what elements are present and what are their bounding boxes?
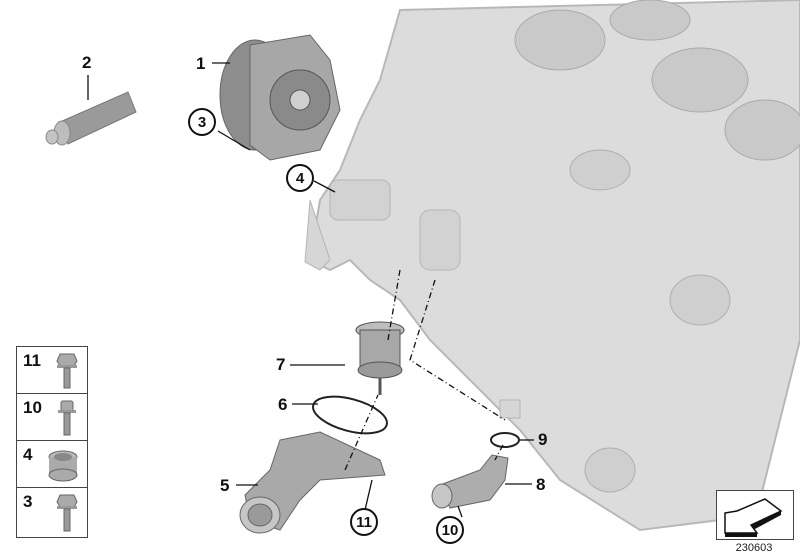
view-direction-box: [716, 490, 794, 540]
socket-head-bolt-icon: [58, 400, 76, 436]
callout-2: 2: [82, 53, 92, 72]
callout-3-circled: 3: [188, 108, 216, 136]
callout-11-circled: 11: [350, 508, 378, 536]
legend-number: 4: [23, 445, 33, 464]
direction-arrow-icon: [724, 498, 783, 537]
callout-6: 6: [278, 395, 288, 414]
callout-8: 8: [536, 475, 546, 494]
thermostat-housing-icon: [239, 431, 386, 534]
callout-5: 5: [220, 476, 230, 495]
thermostat-icon: [355, 321, 405, 395]
hex-flange-bolt-icon: [56, 353, 78, 389]
engine-block-icon: [304, 0, 800, 532]
legend-number: 10: [23, 398, 42, 417]
legend-row-10: 10: [17, 394, 87, 441]
sleeve-bushing-icon: [48, 450, 78, 482]
legend-row-4: 4: [17, 441, 87, 488]
sealant-tube-icon: [45, 91, 137, 146]
legend-row-3: 3: [17, 488, 87, 535]
legend-row-11: 11: [17, 347, 87, 394]
image-code: 230603: [735, 542, 773, 554]
hex-flange-bolt-long-icon: [56, 494, 78, 532]
legend-number: 3: [23, 492, 33, 511]
water-pump-icon: [219, 34, 341, 161]
gasket-ring-icon: [312, 395, 388, 435]
callout-9: 9: [538, 430, 548, 449]
o-ring-icon: [490, 432, 520, 448]
callout-1: 1: [196, 54, 206, 73]
callout-7: 7: [276, 355, 286, 374]
legend-number: 11: [23, 351, 41, 370]
leader-lines: [87, 62, 534, 518]
hardware-legend: 11 10 4 3: [16, 346, 88, 538]
callout-10-circled: 10: [436, 516, 464, 544]
pipe-elbow-icon: [431, 454, 509, 509]
callout-4-circled: 4: [286, 164, 314, 192]
